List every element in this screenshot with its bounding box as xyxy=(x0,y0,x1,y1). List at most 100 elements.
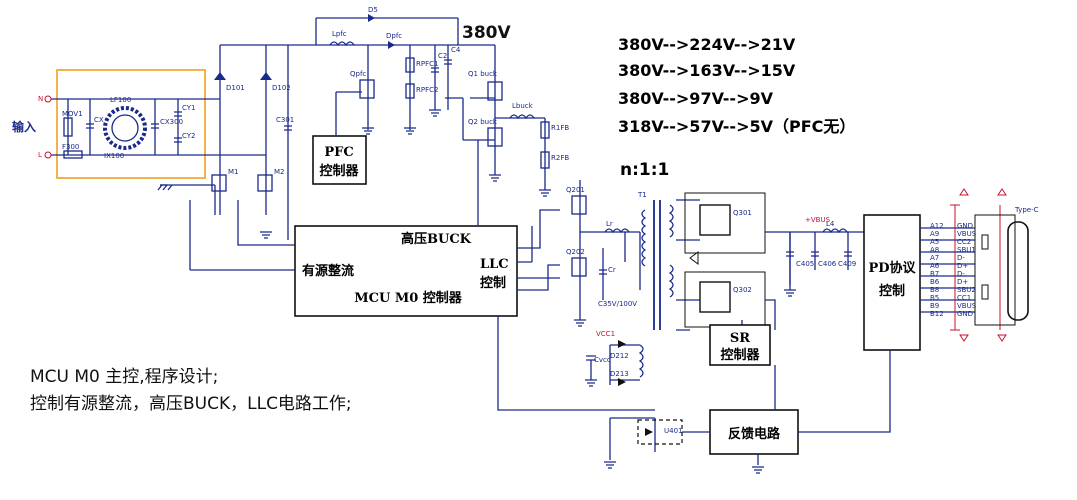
typec-pin-name: D- xyxy=(957,270,965,278)
d213-label: D213 xyxy=(610,370,629,378)
l4-inductor xyxy=(822,228,848,234)
feedback-wires xyxy=(609,350,891,465)
transformer-core xyxy=(653,200,661,330)
typec-pin-name: D+ xyxy=(957,278,968,286)
r1fb-resistor xyxy=(540,121,550,139)
l-terminal xyxy=(44,151,52,159)
typec-housing xyxy=(974,214,1016,326)
input-wires xyxy=(51,98,205,156)
typec-pin-number: B9 xyxy=(930,302,939,310)
mcu-control-lines xyxy=(497,209,655,411)
pd-block-line2: 控制 xyxy=(879,283,905,299)
q302-mosfet xyxy=(699,281,731,313)
rpfc1-resistor xyxy=(405,57,415,73)
q302-label: Q302 xyxy=(733,286,752,294)
d5-label: D5 xyxy=(368,6,378,14)
rectifier-wires xyxy=(160,44,330,271)
q202-label: Q202 xyxy=(566,248,585,256)
typec-pin-b xyxy=(981,284,989,300)
vcc1-label: VCC1 xyxy=(596,330,615,338)
c301-label: C301 xyxy=(276,116,294,124)
r2fb-resistor xyxy=(540,151,550,169)
c406-label: C406 xyxy=(818,260,837,268)
typec-pin-number: A12 xyxy=(930,222,944,230)
typec-pin-name: VBUS xyxy=(957,230,977,238)
q1-buck-label: Q1 buck xyxy=(468,70,498,78)
typec-pin-name: D- xyxy=(957,254,965,262)
cy1-label: CY1 xyxy=(182,104,196,112)
aux-winding xyxy=(638,344,644,378)
rpfc2-resistor xyxy=(405,83,415,99)
q2-buck-mosfet xyxy=(487,127,503,147)
active-rectifier: D101 D102 C301 M1 M2 xyxy=(157,44,330,271)
llc-wires xyxy=(579,180,641,320)
llc-label-1: LLC xyxy=(480,257,509,272)
llc-label-2: 控制 xyxy=(480,275,506,291)
cr-label: Cr xyxy=(608,266,616,274)
m2-mosfet xyxy=(257,174,273,192)
ground-1 xyxy=(260,231,272,239)
c405-label: C405 xyxy=(796,260,814,268)
output-ground xyxy=(784,289,796,297)
design-notes: MCU M0 主控,程序设计; 控制有源整流，高压BUCK，LLC电路工作; xyxy=(30,367,352,414)
pd-section: PD协议 控制 Type-C GNDA12VBUSA9CC2A5SBU1A8D-… xyxy=(863,188,1039,351)
cy2-label: CY2 xyxy=(182,132,196,140)
m1-label: M1 xyxy=(228,168,239,176)
pfc-block-line1: PFC xyxy=(324,145,353,160)
q202-mosfet xyxy=(571,257,587,277)
typec-pin-number: A5 xyxy=(930,238,939,246)
d101-label: D101 xyxy=(226,84,245,92)
d102-label: D102 xyxy=(272,84,291,92)
feedback-grounds xyxy=(604,461,764,474)
optocoupler xyxy=(637,419,683,445)
typec-pin-name: D+ xyxy=(957,262,968,270)
ratio-label: n:1:1 xyxy=(620,160,669,180)
dpfc-diode xyxy=(388,41,395,49)
typec-pin-number: A6 xyxy=(930,262,940,270)
llc-ground xyxy=(574,319,586,327)
cx-cap xyxy=(86,123,94,129)
choke-core xyxy=(111,114,139,142)
d101-diode xyxy=(214,72,226,80)
equation-4: 318V-->57V-->5V（PFC无） xyxy=(618,117,855,136)
c2-label: C2 xyxy=(438,52,447,60)
common-mode-choke xyxy=(103,106,147,150)
dpfc-label: Dpfc xyxy=(386,32,402,40)
hv-buck-label: 高压BUCK xyxy=(401,231,472,247)
l4-label: L4 xyxy=(826,220,835,228)
lr-inductor xyxy=(604,228,630,234)
fuse-label: F300 xyxy=(62,143,79,151)
hv-buck-stage: Q1 buck Q2 buck Lbuck R1FB R2FB xyxy=(445,44,569,225)
lr-label: Lr xyxy=(606,220,613,228)
bus-voltage-label: 380V xyxy=(462,23,511,43)
equation-3: 380V-->97V-->9V xyxy=(618,89,774,108)
lpfc-label: Lpfc xyxy=(332,30,347,38)
lf-label: LF100 xyxy=(110,96,131,104)
q2-buck-label: Q2 buck xyxy=(468,118,498,126)
input-label: 输入 xyxy=(12,119,36,134)
pfc-caps xyxy=(431,59,452,73)
fuse xyxy=(63,150,83,159)
sr-upper-frame xyxy=(684,192,766,254)
pfc-grounds xyxy=(362,109,441,135)
n-node-label: N xyxy=(38,95,43,103)
d102-diode xyxy=(260,72,272,80)
qpfc-mosfet xyxy=(359,79,375,99)
c4-label: C4 xyxy=(451,46,461,54)
active-rect-label: 有源整流 xyxy=(302,263,354,279)
cvcc-label: Cvcc xyxy=(594,356,611,364)
typec-terminals xyxy=(959,188,1007,342)
rpfc1-label: RPFC1 xyxy=(416,60,438,68)
typec-pin-name: CC1 xyxy=(957,294,971,302)
sr-arrow xyxy=(689,251,699,265)
typec-pin-name: CC2 xyxy=(957,238,971,246)
typec-rails xyxy=(950,204,1001,331)
typec-pin-a xyxy=(981,234,989,250)
m2-label: M2 xyxy=(274,168,285,176)
mcu-label: MCU M0 控制器 xyxy=(354,290,463,306)
lpfc-inductor xyxy=(329,41,355,47)
typec-pin-number: A7 xyxy=(930,254,939,262)
output-wires xyxy=(789,231,865,285)
